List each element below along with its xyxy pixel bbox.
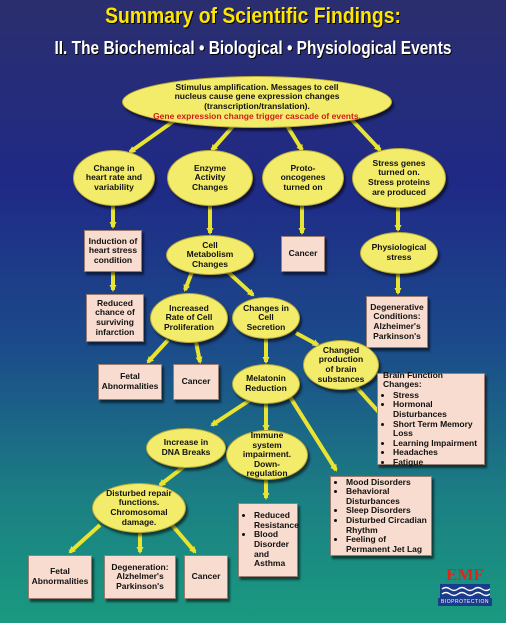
arrow <box>226 270 255 297</box>
cell-proliferation-node: Increased Rate of Cell Proliferation <box>150 293 228 343</box>
degeneration-box: Degeneration: Alzhelmer's Parkinson's <box>104 555 176 599</box>
brain-function-changes-box: Brain Function Changes: Stress Hormonal … <box>377 369 485 468</box>
emf-bioprotection-logo: EMF BIOPROTECTION <box>438 566 492 610</box>
cancer-label: Cancer <box>288 248 318 259</box>
enzyme-activity-node: Enzyme Activity Changes <box>167 150 253 206</box>
list-item: Hormonal Disturbances <box>393 400 484 419</box>
cell-metabolism-node: Cell Metabolism Changes <box>166 235 254 275</box>
melatonin-reduction-node: Melatonin Reduction <box>232 364 300 404</box>
stimulus-line-2: nucleus cause gene expression changes (t… <box>174 91 340 111</box>
stimulus-line-1: Stimulus amplification. Messages to cell <box>175 81 339 92</box>
stimulus-amplification-node: Stimulus amplification. Messages to cell… <box>122 76 392 128</box>
reduced-resistance-box: Reduced Resistance Blood Disorder and As… <box>238 503 299 577</box>
stress-genes-label: Stress genes turned on. Stress proteins … <box>368 157 430 197</box>
arrow <box>170 523 197 554</box>
logo-wordmark: EMF <box>446 565 484 584</box>
arrow <box>210 398 252 427</box>
fetal-abnormalities-box-2: Fetal Abnormalities <box>28 555 92 599</box>
diagram-subtitle: II. The Biochemical • Biological • Physi… <box>54 38 452 58</box>
reduced-chance-box: Reduced chance of surviving infarction <box>86 294 144 342</box>
brain-function-list: Stress Hormonal Disturbances Short Term … <box>383 390 484 468</box>
arrow <box>146 338 170 364</box>
list-item: Behavioral Disturbances <box>346 487 431 506</box>
heart-rate-change-node: Change in heart rate and variability <box>73 150 155 206</box>
stimulus-line-3: Gene expression change trigger cascade o… <box>153 110 361 121</box>
list-item: Headaches <box>393 448 484 458</box>
immune-impairment-label: Immune system impairment. Down-regulatio… <box>242 430 292 479</box>
arrow <box>348 116 382 152</box>
arrow <box>210 122 237 152</box>
arrow <box>288 395 338 472</box>
cancer-box-proliferation: Cancer <box>173 364 219 400</box>
cancer-label: Cancer <box>191 571 221 582</box>
cancer-box-proto: Cancer <box>281 236 325 272</box>
proto-oncogenes-node: Proto-oncogenes turned on <box>262 150 344 206</box>
brain-substances-label: Changed production of brain substances <box>317 344 365 384</box>
list-item: Reduced Resistance <box>254 511 299 530</box>
list-item: Feeling of Permanent Jet Lag <box>346 534 431 554</box>
reduced-chance-label: Reduced chance of surviving infarction <box>95 297 135 337</box>
enzyme-activity-label: Enzyme Activity Changes <box>192 162 228 192</box>
fetal-abnormalities-label: Fetal Abnormalities <box>101 371 159 391</box>
repair-functions-label: Disturbed repair functions. Chromosomal … <box>106 487 172 527</box>
cancer-box-repair: Cancer <box>184 555 228 599</box>
degeneration-label: Degeneration: Alzhelmer's Parkinson's <box>111 561 169 591</box>
list-item: Stress <box>393 390 484 401</box>
cell-metabolism-label: Cell Metabolism Changes <box>186 239 234 269</box>
list-item: Disturbed Circadian Rhythm <box>346 515 431 535</box>
cell-secretion-label: Changes in Cell Secretion <box>243 302 289 332</box>
dna-breaks-label: Increase in DNA Breaks <box>161 437 211 457</box>
cancer-label: Cancer <box>181 376 211 387</box>
diagram-title: Summary of Scientific Findings: <box>105 3 401 28</box>
reduced-resistance-list: Reduced Resistance Blood Disorder and As… <box>244 511 299 568</box>
list-item: Fatigue <box>393 457 484 468</box>
physiological-stress-label: Physiological stress <box>371 242 427 262</box>
arrow <box>295 331 320 347</box>
fetal-abnormalities-label: Fetal Abnormalities <box>31 566 89 586</box>
arrow <box>183 271 194 292</box>
mood-disorders-list: Mood Disorders Behavioral Disturbances S… <box>336 477 431 554</box>
cell-proliferation-label: Increased Rate of Cell Proliferation <box>163 302 215 332</box>
arrow <box>68 523 102 554</box>
logo-subtext: BIOPROTECTION <box>438 598 492 606</box>
repair-functions-node: Disturbed repair functions. Chromosomal … <box>92 483 186 533</box>
physiological-stress-node: Physiological stress <box>360 232 438 274</box>
degenerative-conditions-label: Degenerative Conditions: Alzheimer's Par… <box>370 301 424 341</box>
stress-genes-node: Stress genes turned on. Stress proteins … <box>352 148 446 208</box>
cell-secretion-node: Changes in Cell Secretion <box>232 297 300 339</box>
list-item: Short Term Memory Loss <box>393 419 484 439</box>
list-item: Learning Impairment <box>393 438 484 449</box>
melatonin-reduction-label: Melatonin Reduction <box>245 373 287 393</box>
brain-function-heading: Brain Function Changes: <box>383 369 443 390</box>
list-item: Mood Disorders <box>346 477 431 488</box>
arrow <box>194 341 203 364</box>
arrow <box>128 116 180 154</box>
proto-oncogenes-label: Proto-oncogenes turned on <box>280 162 326 192</box>
heart-rate-change-label: Change in heart rate and variability <box>85 162 143 192</box>
brain-substances-node: Changed production of brain substances <box>303 340 379 390</box>
immune-impairment-node: Immune system impairment. Down-regulatio… <box>226 430 308 480</box>
heart-stress-box: Induction of heart stress condition <box>84 230 142 272</box>
dna-breaks-node: Increase in DNA Breaks <box>146 428 226 468</box>
wave-icon <box>440 584 490 598</box>
heart-stress-label: Induction of heart stress condition <box>88 235 138 265</box>
mood-disorders-box: Mood Disorders Behavioral Disturbances S… <box>330 476 432 556</box>
fetal-abnormalities-box-1: Fetal Abnormalities <box>98 364 162 400</box>
arrow <box>284 122 304 152</box>
degenerative-conditions-box: Degenerative Conditions: Alzheimer's Par… <box>366 296 428 348</box>
list-item: Blood Disorder and Asthma <box>254 530 299 568</box>
list-item: Sleep Disorders <box>346 506 431 516</box>
